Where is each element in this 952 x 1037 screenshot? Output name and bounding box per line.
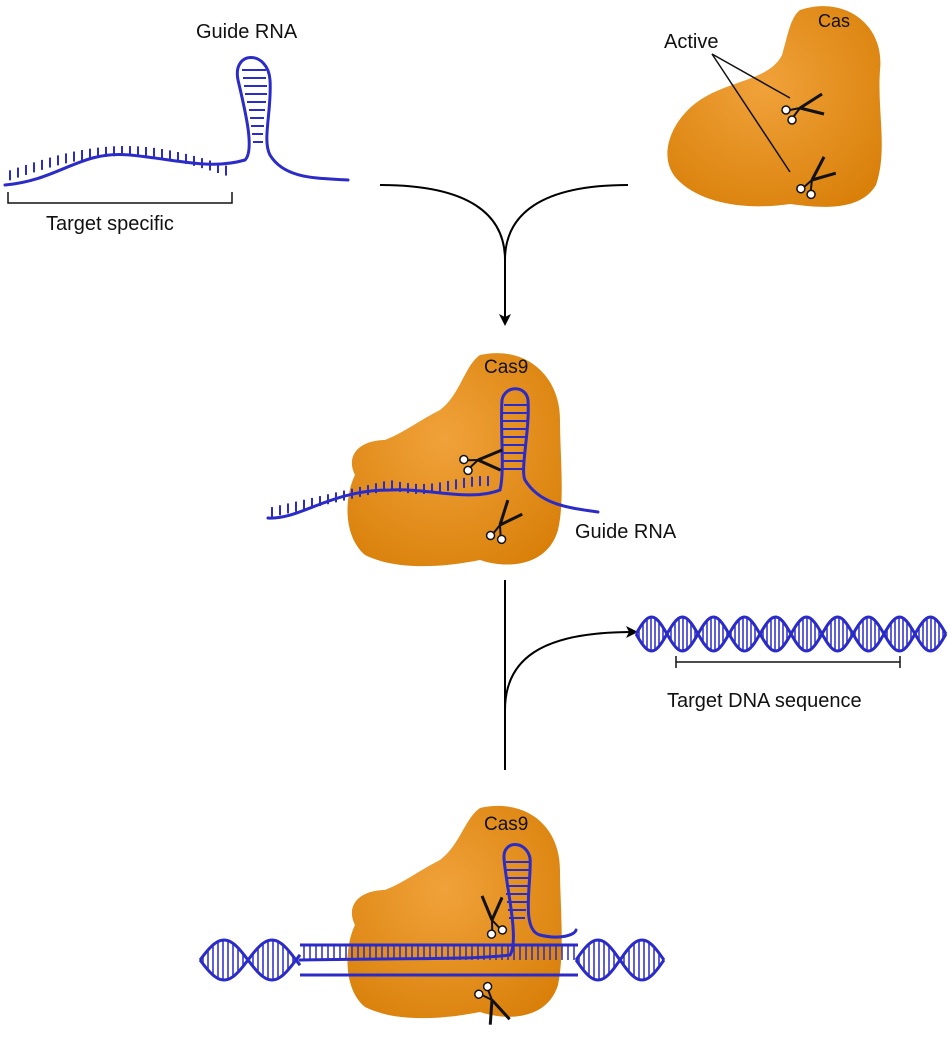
guide-rna-top-label: Guide RNA xyxy=(196,21,298,43)
target-specific-label: Target specific xyxy=(46,213,174,235)
bottom-guide-rna xyxy=(298,843,578,962)
cas-protein xyxy=(667,6,882,207)
combine-arrow xyxy=(379,184,629,320)
active-label: Active xyxy=(664,31,718,53)
cas9-bottom-label: Cas9 xyxy=(484,814,528,835)
target-specific-bracket xyxy=(7,192,233,204)
guide-rna-top-ticks xyxy=(9,146,227,181)
guide-rna-middle xyxy=(266,387,600,520)
guide-rna-middle-ticks xyxy=(271,476,489,518)
bottom-guide-rna-stem xyxy=(506,861,529,919)
guide-rna-top-stem xyxy=(242,69,267,143)
guide-rna-middle-stem xyxy=(502,404,527,470)
guide-rna-top xyxy=(3,56,350,187)
cas9-bottom-protein xyxy=(347,805,562,1019)
cas9-middle-label: Cas9 xyxy=(484,357,528,378)
bind-dna-arrow xyxy=(504,580,632,770)
target-dna-label: Target DNA sequence xyxy=(667,690,862,712)
target-dna-bracket xyxy=(675,656,901,668)
target-dna-helix xyxy=(634,615,948,653)
active-pointer-lines xyxy=(711,53,791,173)
cas-label: Cas xyxy=(818,11,850,31)
cas9-middle-protein xyxy=(347,353,562,567)
guide-rna-middle-label: Guide RNA xyxy=(575,521,677,543)
